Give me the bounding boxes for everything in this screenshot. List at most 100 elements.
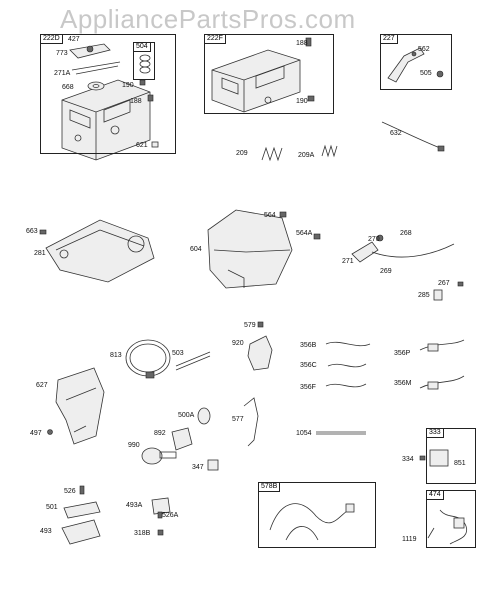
part-892-switch[interactable] [171,427,193,451]
label-356P[interactable]: 356P [394,350,411,357]
part-564A-screw[interactable] [313,233,321,240]
label-356B[interactable]: 356B [300,342,317,349]
part-920-module[interactable] [247,335,273,371]
label-773[interactable]: 773 [56,50,68,57]
part-270-nut[interactable] [376,234,384,242]
part-851-rectifier[interactable] [429,449,449,467]
label-564[interactable]: 564 [264,212,276,219]
label-1119[interactable]: 1119 [402,536,417,543]
part-190-screw[interactable] [139,79,146,86]
part-267-screw[interactable] [457,281,464,287]
part-222D-bracket[interactable] [61,79,151,161]
part-281-shroud[interactable] [45,219,155,283]
label-347[interactable]: 347 [192,464,204,471]
part-222F-bracket[interactable] [211,49,301,113]
part-505-screw[interactable] [436,70,444,78]
label-892[interactable]: 892 [154,430,166,437]
part-285-clip[interactable] [433,289,443,301]
part-504-spring[interactable] [139,54,151,74]
label-564A[interactable]: 564A [296,230,313,237]
part-209A-spring[interactable] [321,144,338,158]
label-269[interactable]: 269 [380,268,392,275]
part-604-housing[interactable] [207,209,293,289]
part-493A-clamp[interactable] [151,497,171,515]
label-493[interactable]: 493 [40,528,52,535]
part-347-connector[interactable] [207,459,219,471]
label-356C[interactable]: 356C [300,362,317,369]
label-427[interactable]: 427 [68,36,80,43]
part-1054-strap[interactable] [316,431,366,435]
part-356F-wire[interactable] [325,383,367,388]
part-356B-wire[interactable] [325,341,371,347]
label-604[interactable]: 604 [190,246,202,253]
label-188-b[interactable]: 188 [296,40,308,47]
part-188-screw[interactable] [147,94,154,102]
part-501-bracket[interactable] [63,501,101,519]
part-356P-harness[interactable] [419,339,465,352]
label-281[interactable]: 281 [34,250,46,257]
label-1054[interactable]: 1054 [296,430,312,437]
label-356M[interactable]: 356M [394,380,412,387]
part-356C-wire[interactable] [327,363,367,368]
label-663[interactable]: 663 [26,228,38,235]
part-990-key[interactable] [141,447,177,465]
part-209-spring[interactable] [261,146,283,162]
label-990[interactable]: 990 [128,442,140,449]
label-268[interactable]: 268 [400,230,412,237]
part-564-screw[interactable] [279,211,287,218]
part-271A-lever[interactable] [71,61,121,75]
label-813[interactable]: 813 [110,352,122,359]
label-334[interactable]: 334 [402,456,414,463]
part-627-baffle[interactable] [55,367,105,445]
label-190-a[interactable]: 190 [122,82,134,89]
label-577[interactable]: 577 [232,416,244,423]
part-474-harness[interactable] [439,509,468,545]
label-285[interactable]: 285 [418,292,430,299]
label-503[interactable]: 503 [172,350,184,357]
part-497-screw[interactable] [47,429,53,435]
label-920[interactable]: 920 [232,340,244,347]
part-632-wire[interactable] [381,121,445,152]
part-668-washer[interactable] [87,81,105,91]
label-500A[interactable]: 500A [178,412,195,419]
label-209A[interactable]: 209A [298,152,315,159]
part-334-screw[interactable] [419,455,426,461]
part-500A-washer[interactable] [197,407,211,425]
label-579[interactable]: 579 [244,322,256,329]
label-851[interactable]: 851 [454,460,466,467]
label-505[interactable]: 505 [420,70,432,77]
label-270[interactable]: 270 [368,236,380,243]
part-356M-harness[interactable] [419,375,465,390]
part-526A-screw[interactable] [157,511,163,519]
label-267[interactable]: 267 [438,280,450,287]
label-668[interactable]: 668 [62,84,74,91]
label-562[interactable]: 562 [418,46,430,53]
part-577-wire[interactable] [243,397,259,447]
part-621-clip[interactable] [151,141,159,148]
label-632[interactable]: 632 [390,130,402,137]
part-318B-screw[interactable] [157,529,164,536]
part-190-nut[interactable] [307,95,315,102]
part-271-control-lever[interactable] [351,241,379,263]
label-356F[interactable]: 356F [300,384,316,391]
label-493A[interactable]: 493A [126,502,143,509]
label-497[interactable]: 497 [30,430,42,437]
part-493-bracket[interactable] [61,519,101,545]
label-271A[interactable]: 271A [54,70,71,77]
part-526-screw[interactable] [79,485,85,495]
part-578B-harness[interactable] [269,503,355,541]
part-188-bolt[interactable] [305,37,312,47]
part-773-governor-lever[interactable] [69,43,111,59]
part-663-screw[interactable] [39,229,47,235]
part-579-screw[interactable] [257,321,264,328]
label-190-b[interactable]: 190 [296,98,308,105]
label-271[interactable]: 271 [342,258,354,265]
label-526A[interactable]: 526A [162,512,179,519]
label-526[interactable]: 526 [64,488,76,495]
part-503-link[interactable] [175,351,211,371]
label-209[interactable]: 209 [236,150,248,157]
part-562-lever[interactable] [387,47,425,83]
part-268-cable[interactable] [371,243,455,258]
label-621[interactable]: 621 [136,142,148,149]
part-813-clamp[interactable] [125,339,171,379]
